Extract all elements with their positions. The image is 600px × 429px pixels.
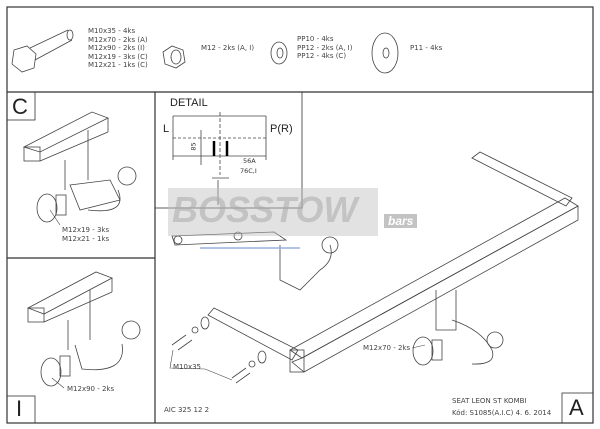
outer-border [6,6,594,424]
kod-date: Kód: S1085(A.I.C) 4. 6. 2014 [452,409,552,417]
detail-right-label: P(R) [270,123,293,135]
leader-lines [49,209,426,389]
drawing-code: AIC 325 12 2 [164,406,210,414]
panel-c-label: M12x21 - 1ks [62,234,110,243]
bolt-list: M10x35 - 4ks M12x70 - 2ks (A) M12x90 - 2… [88,27,148,70]
detail-box [154,91,303,209]
washer-label: P11 - 4ks [410,44,443,52]
panel-a-letter: A [569,395,584,420]
washer-icon [371,32,399,74]
bolt-label: M12x90 - 2ks (I) [88,44,145,52]
detail-dim-a: 56A [243,157,256,165]
logo-band [168,188,378,236]
nut-icon [162,45,186,69]
spring-washer-label: PP10 - 4ks [297,35,334,43]
label-bolt-front: M10x35 [173,363,201,371]
nut-label: M12 - 2ks (A, I) [201,44,255,52]
spring-washer-list: PP10 - 4ks PP12 - 2ks (A, I) PP12 - 4ks … [297,35,352,61]
spring-washer-label: PP12 - 2ks (A, I) [297,43,353,52]
i-letter-box [6,395,36,424]
detail-dim-vertical: 85 [189,142,198,151]
bolt-label: M12x70 - 2ks (A) [88,35,148,44]
detail-left-label: L [163,123,170,135]
detail-crossbar [172,112,267,175]
detail-dim-ci: 76C,I [240,167,257,175]
vehicle-name: SEAT LEON ST KOMBI [452,397,527,405]
spring-washer-label: PP12 - 4ks (C) [297,52,347,60]
panel-i-label: M12x90 - 2ks [67,385,115,393]
main-crossbar [171,151,579,373]
spring-washer-icon [270,41,288,65]
detail-marks [212,141,229,156]
panel-c-label: M12x19 - 3ks [62,226,110,234]
detail-title: DETAIL [170,97,208,109]
bolt-label: M10x35 - 4ks [88,27,136,35]
panel-c-letter: C [12,94,28,119]
bosstow-logo: BOSSTOW [172,189,358,230]
label-bolt-rear: M12x70 - 2ks [363,344,411,352]
bosstow-logo-sub: bars [384,214,418,228]
bolt-label: M12x19 - 3ks (C) [88,52,148,61]
panel-i-letter: I [16,396,23,421]
panel-i-hitch [27,271,141,387]
fastener-bolts [171,316,267,384]
panel-c-labels: M12x19 - 3ks M12x21 - 1ks [62,226,109,243]
a-letter-box [561,392,594,424]
bolt-label: M12x21 - 1ks (C) [88,61,148,69]
panel-c-hitch [22,111,137,223]
c-letter-box [6,91,36,121]
bolt-icon [11,29,74,73]
